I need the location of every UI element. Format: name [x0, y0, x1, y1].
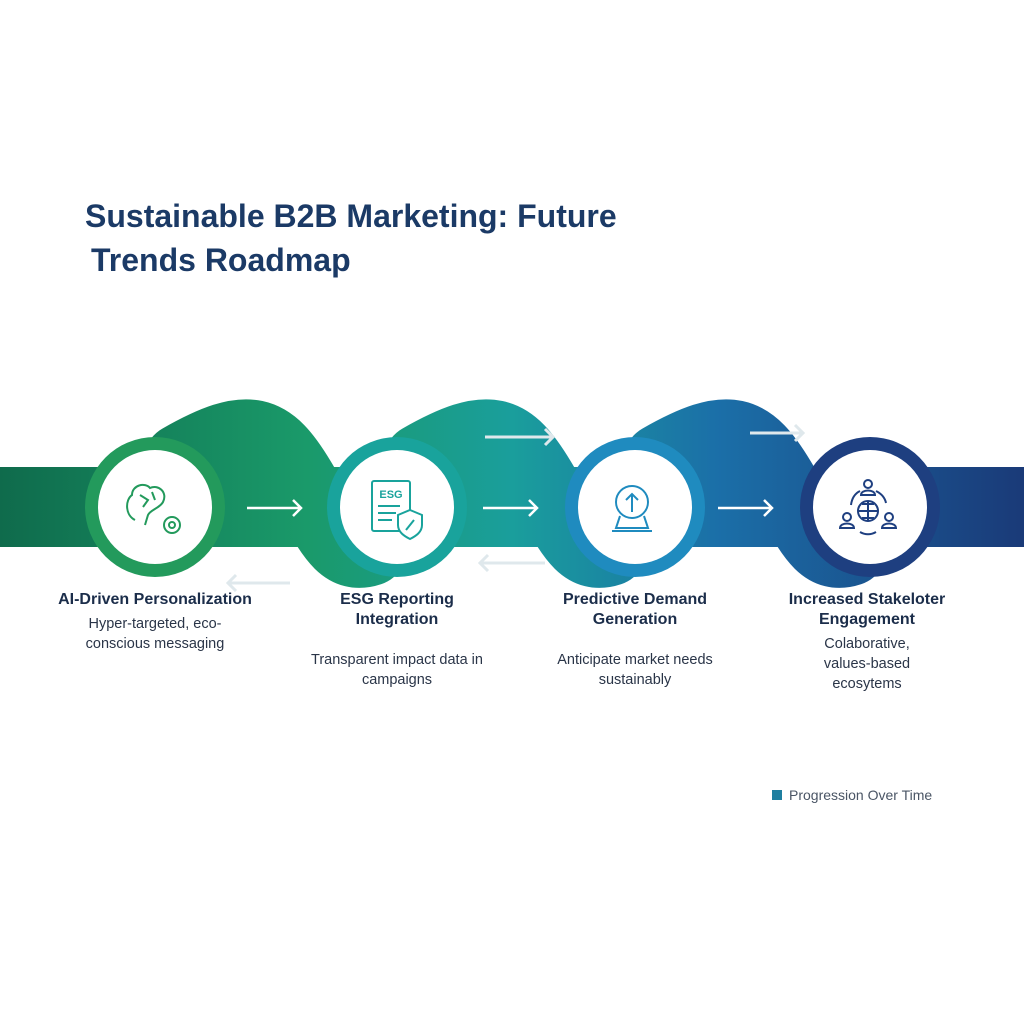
stage-description: Hyper-targeted, eco-conscious messaging	[85, 616, 225, 652]
stage-title: Increased Stakeloter Engagement	[788, 591, 946, 628]
stage-3-circle	[565, 437, 705, 577]
stage-1-circle	[85, 437, 225, 577]
stage-4-label: Increased Stakeloter Engagement Colabora…	[752, 590, 982, 694]
stage-description: Transparent impact data in campaigns	[311, 652, 483, 688]
stage-title: Predictive Demand Generation	[562, 591, 708, 628]
flow-arrows	[247, 499, 774, 517]
legend-label: Progression Over Time	[789, 787, 933, 803]
stage-4-circle	[800, 437, 940, 577]
legend-swatch	[772, 790, 782, 800]
faint-arrows	[225, 423, 806, 593]
stage-3-label: Predictive Demand Generation Anticipate …	[525, 590, 745, 690]
stakeholders-globe-icon	[838, 479, 898, 536]
page-title: Sustainable B2B Marketing: Future Trends…	[85, 198, 617, 278]
esg-document-shield-icon: ESG	[371, 480, 423, 541]
legend: Progression Over Time	[772, 787, 932, 803]
svg-text:ESG: ESG	[379, 489, 402, 501]
stage-1-label: AI-Driven Personalization Hyper-targeted…	[45, 590, 265, 654]
stage-title: ESG Reporting Integration	[340, 591, 454, 628]
crystal-ball-arrow-icon	[612, 485, 652, 532]
stage-title: AI-Driven Personalization	[58, 591, 252, 608]
stage-description: Anticipate market needs sustainably	[557, 652, 713, 688]
stage-2-circle: ESG	[327, 437, 467, 577]
stage-description: Colaborative, values-based ecosytems	[823, 636, 911, 692]
stage-2-label: ESG Reporting Integration Transparent im…	[287, 590, 507, 690]
brain-gear-icon	[126, 483, 181, 534]
